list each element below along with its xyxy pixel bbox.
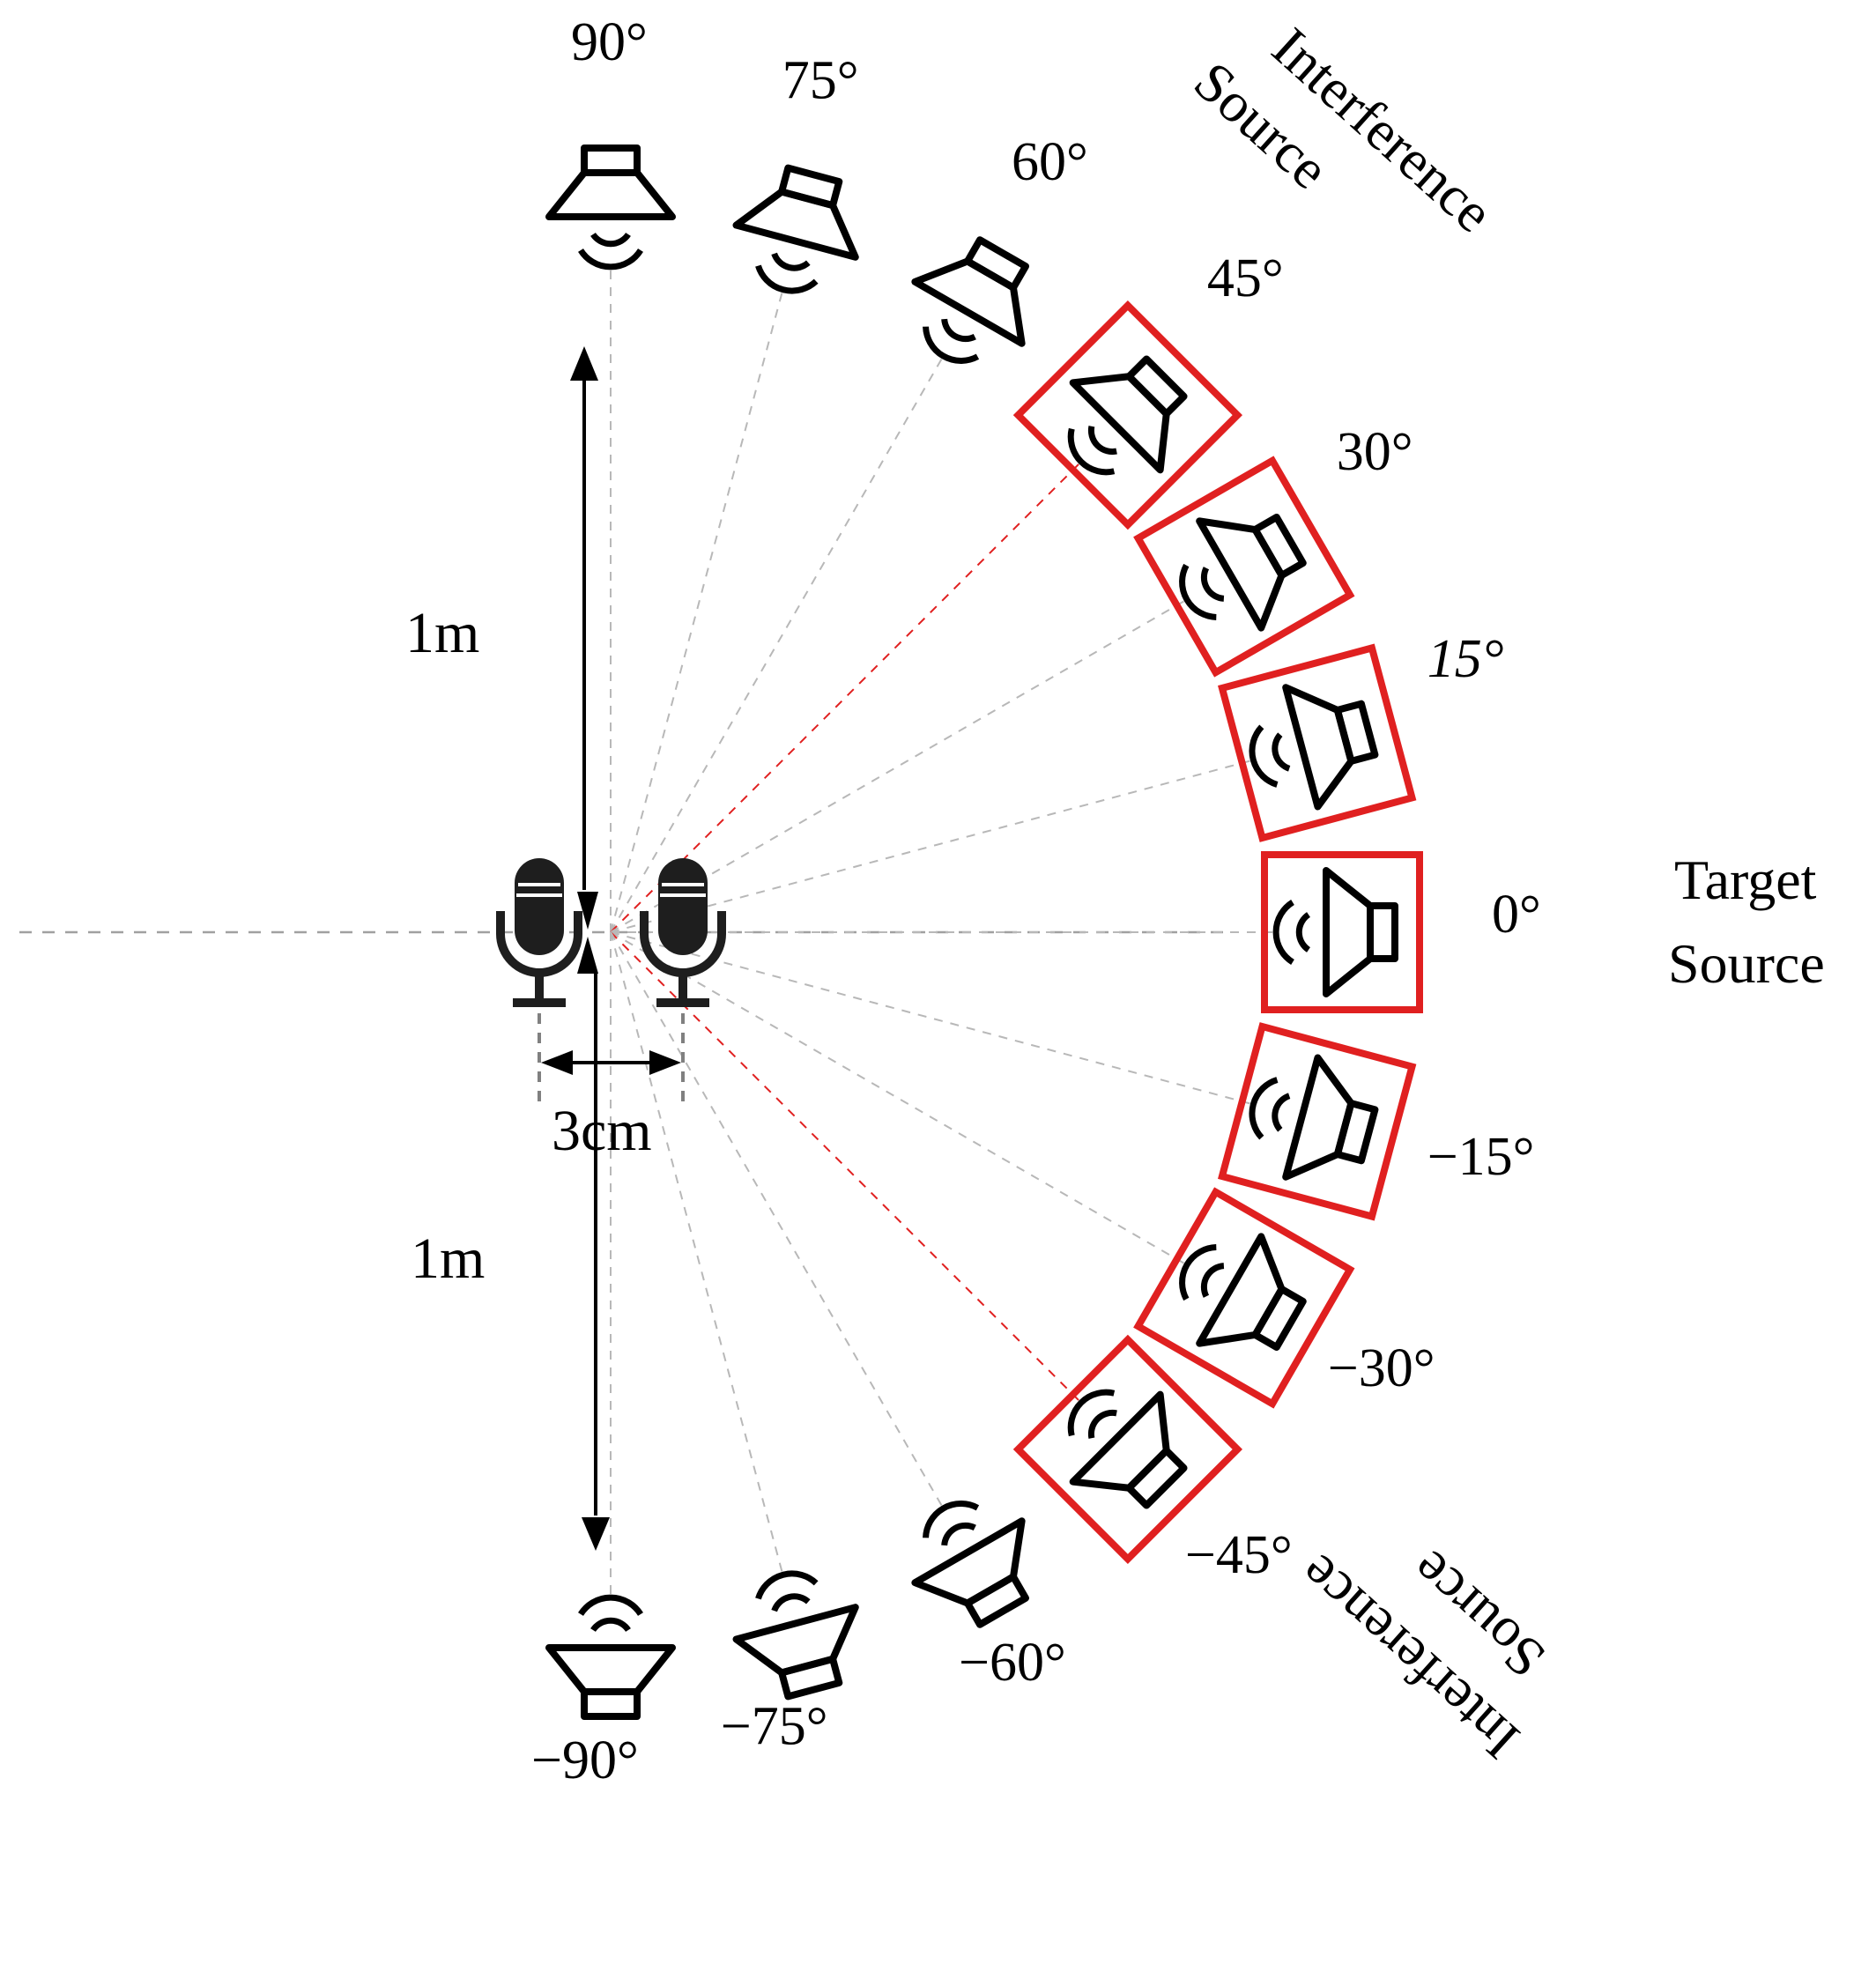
ray-neg15 xyxy=(610,931,1258,1107)
speaker-icon xyxy=(732,1570,859,1701)
angle-labels: 90° 75° 60° 45° 30° 15° 0° −15° −30° −45° −60° −75°… xyxy=(531,12,1541,1790)
speaker-pos45 xyxy=(1012,300,1243,530)
angle-label-neg15: −15° xyxy=(1427,1127,1535,1187)
ray-pos15 xyxy=(610,758,1258,933)
speaker-icon xyxy=(911,236,1029,364)
microphone-left xyxy=(496,858,582,1007)
angle-label-pos15: 15° xyxy=(1427,629,1504,689)
mic-spacing-label: 3cm xyxy=(552,1099,652,1163)
speaker-icon xyxy=(1249,684,1379,811)
speaker-pos0 xyxy=(1261,851,1423,1013)
angle-label-neg30: −30° xyxy=(1328,1338,1435,1398)
ray-neg75 xyxy=(610,931,785,1580)
speaker-pos90 xyxy=(545,145,676,271)
speaker-pos15 xyxy=(1218,643,1417,842)
speaker-neg75 xyxy=(732,1570,859,1701)
distance-label-down: 1m xyxy=(411,1227,485,1291)
angle-label-pos0: 0° xyxy=(1492,885,1541,945)
ray-neg60 xyxy=(610,931,946,1513)
angle-label-pos60: 60° xyxy=(1012,132,1088,192)
speaker-icon xyxy=(732,164,859,294)
target-highlight-box xyxy=(1133,1187,1355,1409)
angle-label-pos45: 45° xyxy=(1207,248,1284,308)
angle-label-neg60: −60° xyxy=(959,1633,1066,1693)
target-highlight-box xyxy=(1012,1334,1243,1565)
speaker-neg15 xyxy=(1218,1022,1417,1221)
ray-neg45 xyxy=(610,931,1086,1407)
angle-label-neg45: −45° xyxy=(1185,1525,1293,1585)
angle-label-neg90: −90° xyxy=(531,1731,639,1790)
speaker-icon xyxy=(1249,1054,1379,1181)
source-rays xyxy=(610,263,1280,1602)
speaker-pos75 xyxy=(732,164,859,294)
target-highlight-box xyxy=(1133,456,1355,678)
angle-label-pos90: 90° xyxy=(571,12,648,72)
arrowhead-down xyxy=(582,1517,610,1551)
target-highlight-box xyxy=(1261,851,1423,1013)
speaker-pos30 xyxy=(1133,456,1355,678)
target-source-label-line2: Source xyxy=(1668,932,1825,995)
speaker-icon xyxy=(1272,867,1398,997)
angle-label-neg75: −75° xyxy=(721,1697,828,1757)
microphone-right xyxy=(640,858,726,1007)
speaker-icon xyxy=(545,145,676,271)
target-highlight-box xyxy=(1012,300,1243,530)
speaker-icon xyxy=(545,1594,676,1720)
speaker-neg90 xyxy=(545,1594,676,1720)
angle-label-pos75: 75° xyxy=(782,50,859,110)
arrowhead-center-top xyxy=(577,892,598,930)
ray-neg30 xyxy=(610,931,1191,1268)
speaker-icon xyxy=(1067,355,1188,476)
target-source-label-line1: Target xyxy=(1674,849,1817,911)
distance-label-up: 1m xyxy=(405,601,479,665)
microphone-icon xyxy=(496,858,582,1007)
distance-arrows xyxy=(570,346,610,1551)
speaker-neg60 xyxy=(911,1501,1029,1628)
arrowhead-center-bottom xyxy=(577,937,598,974)
ray-pos75 xyxy=(610,285,785,933)
ray-pos60 xyxy=(610,352,946,933)
angle-label-pos30: 30° xyxy=(1337,422,1413,482)
speaker-arc xyxy=(545,145,1423,1720)
target-highlight-box xyxy=(1218,1022,1417,1221)
speaker-icon xyxy=(1179,514,1307,632)
ray-pos45 xyxy=(610,457,1086,933)
arrowhead-up xyxy=(570,346,598,381)
speaker-icon xyxy=(1067,1389,1188,1509)
ray-pos30 xyxy=(610,597,1191,933)
interference-source-bottom: Interference Source xyxy=(1287,1539,1556,1772)
target-highlight-box xyxy=(1218,643,1417,842)
speaker-neg30 xyxy=(1133,1187,1355,1409)
speaker-icon xyxy=(1179,1233,1307,1351)
microphone-icon xyxy=(640,858,726,1007)
speaker-icon xyxy=(911,1501,1029,1628)
mic-spacing-marker xyxy=(538,1013,685,1110)
speaker-pos60 xyxy=(911,236,1029,364)
speaker-neg45 xyxy=(1012,1334,1243,1565)
